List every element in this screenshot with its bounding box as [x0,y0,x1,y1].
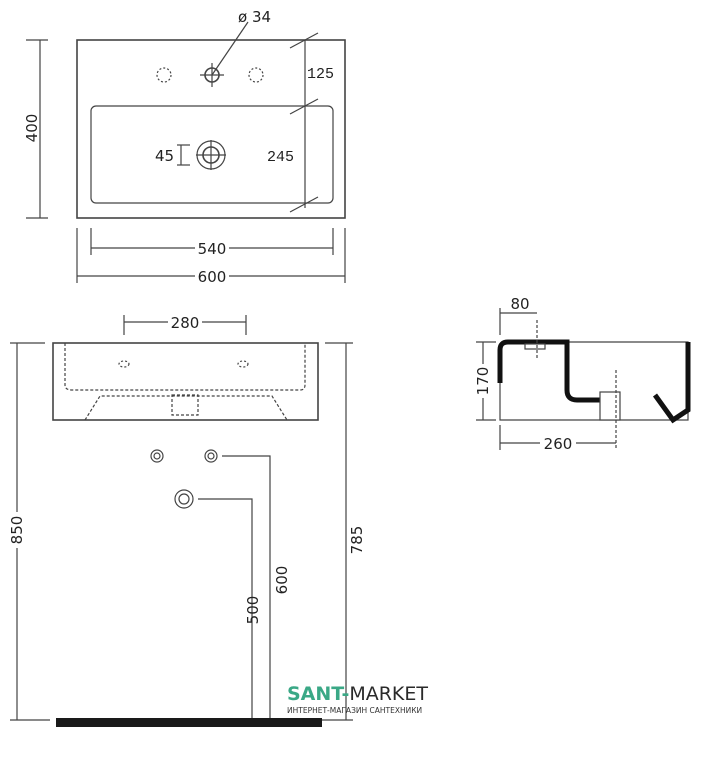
sant-market-logo: SANT-MARKET ИНТЕРНЕТ-МАГАЗИН САНТЕХНИКИ [287,683,428,715]
dim-80: 80 [510,295,529,313]
front-view [10,315,353,721]
svg-text:SANT-MARKET: SANT-MARKET [287,683,428,705]
dim-540: 540 [198,240,227,258]
dim-600: 600 [198,268,227,286]
floor-line [56,718,322,727]
dim-125: 125 [307,66,334,83]
dim-hole-diameter: ø 34 [238,8,271,26]
dim-850: 850 [8,516,26,545]
dim-260: 260 [544,435,573,453]
svg-text:ИНТЕРНЕТ-МАГАЗИН САНТЕХНИКИ: ИНТЕРНЕТ-МАГАЗИН САНТЕХНИКИ [287,706,422,715]
dim-785: 785 [348,526,366,555]
dim-600-supply: 600 [273,566,291,595]
side-view [476,308,691,450]
dim-depth-400: 400 [23,114,41,143]
dim-500-drain: 500 [244,596,262,625]
dim-245: 245 [267,149,294,166]
dim-280: 280 [171,314,200,332]
top-view [26,21,346,283]
dim-45: 45 [155,147,174,165]
dim-170: 170 [474,367,492,396]
